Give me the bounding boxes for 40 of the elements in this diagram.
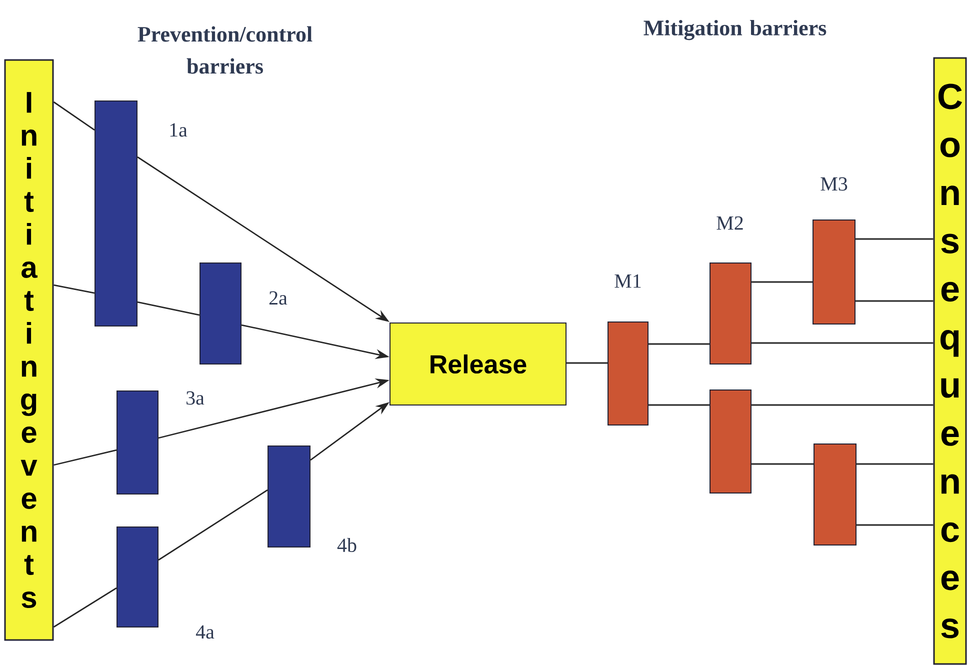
connector-line (856, 524, 934, 526)
barrier-label: 3a (186, 391, 204, 405)
barrier-bar (608, 322, 648, 426)
barrier-bar (814, 444, 856, 546)
barrier-label: M1 (614, 274, 641, 288)
barrier-bar (710, 262, 752, 364)
connector-line (752, 281, 813, 283)
connector-line (752, 463, 814, 465)
section-heading: Mitigation barriers (644, 20, 826, 40)
vertical-label-box: Consequences (933, 57, 967, 665)
connector-line (856, 300, 934, 302)
connector-line (54, 449, 117, 466)
connector-line (648, 404, 710, 406)
connector-line (158, 489, 268, 561)
barrier-label: 4a (196, 625, 214, 639)
barrier-bar (812, 220, 856, 324)
barrier-bar (94, 100, 138, 326)
release-box: Release (390, 322, 566, 406)
section-heading: Prevention/control barriers (138, 26, 312, 74)
barrier-label: M3 (820, 177, 848, 191)
connector-line (54, 284, 95, 294)
connector-line (752, 404, 934, 406)
barrier-label: 1a (170, 123, 188, 137)
barrier-bar (200, 262, 242, 364)
connector-line (856, 238, 934, 240)
barrier-bar (710, 390, 752, 494)
barrier-bar (116, 390, 158, 494)
barrier-label: 4b (337, 538, 356, 552)
connector-line (648, 343, 710, 345)
barrier-label: 2a (269, 291, 288, 305)
connector-line (856, 463, 934, 465)
vertical-label-box: Initiating events (4, 59, 54, 641)
connector-line (137, 301, 200, 316)
connector-line (53, 101, 95, 131)
connector-line (566, 362, 608, 364)
connector-line (53, 587, 117, 628)
barrier-label: M2 (716, 216, 743, 230)
barrier-bar (268, 446, 310, 548)
barrier-bar (116, 526, 158, 628)
connector-line (752, 342, 934, 344)
